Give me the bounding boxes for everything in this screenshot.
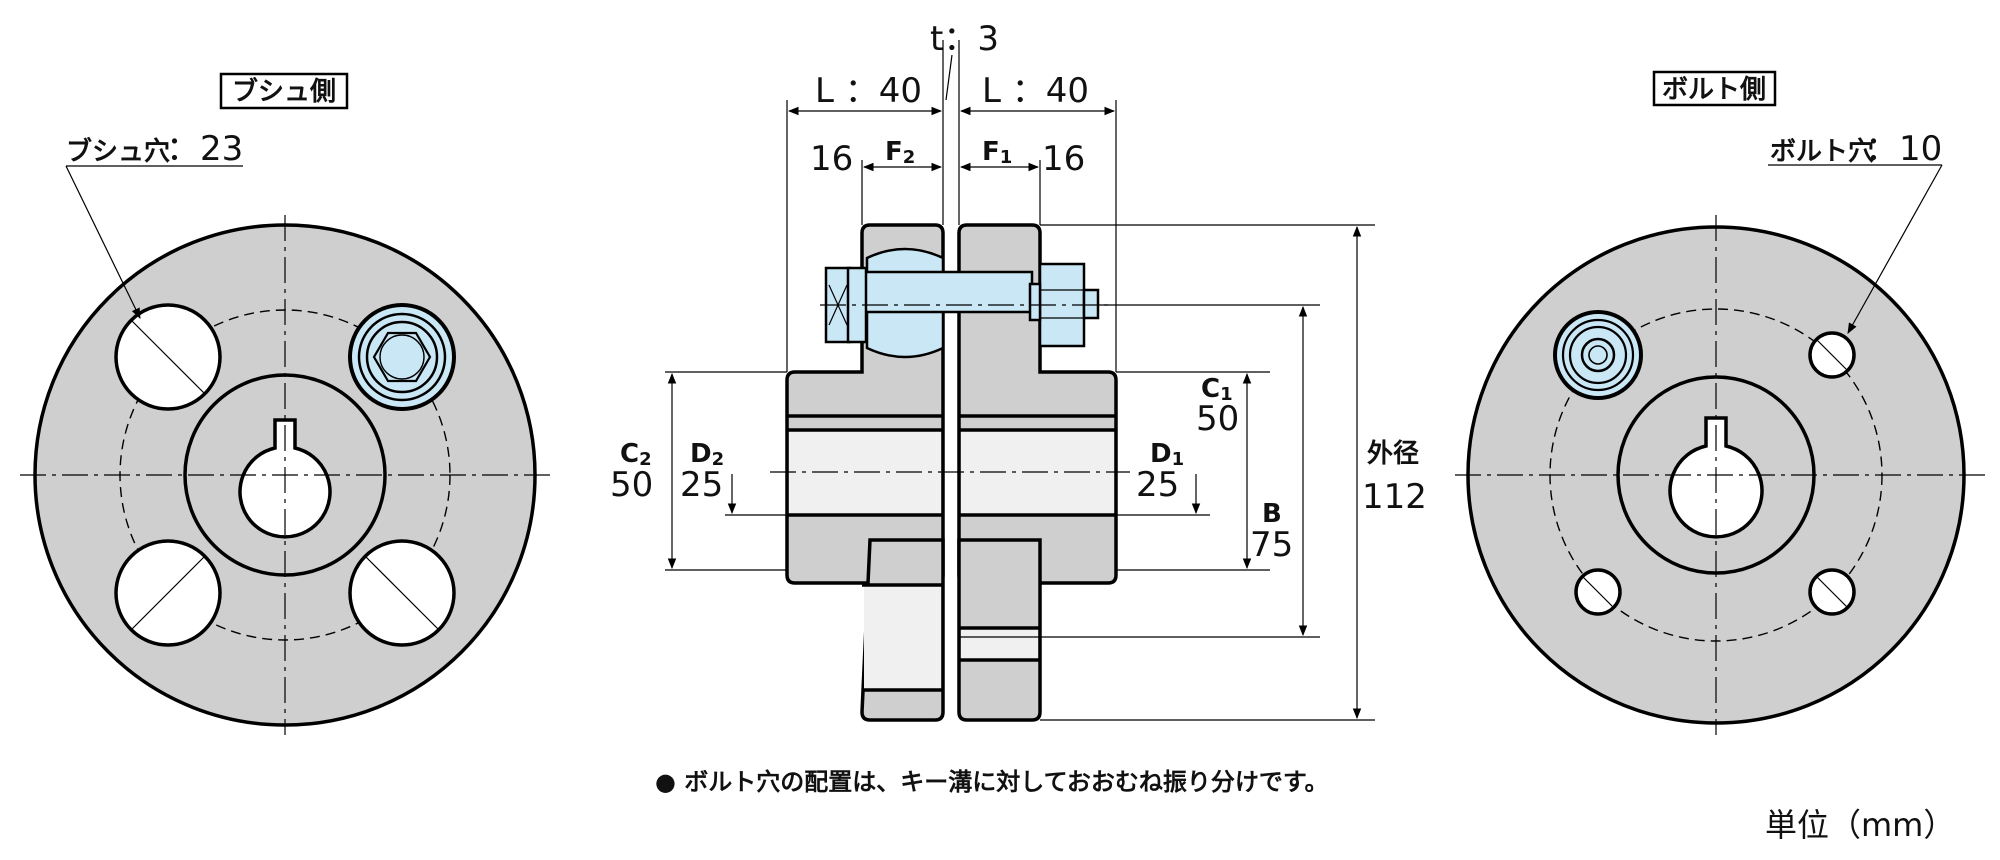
bolt-side-view: ボルト側 ボルト穴 ：10 [1455,70,1985,735]
bush-side-view: ブシュ側 ブシュ穴 ：23 [20,72,550,735]
label-t: t：3 [930,19,999,59]
bolt-hole-note: ● ボルト穴の配置は、キー溝に対しておおむね振り分けです。 [655,768,1328,796]
right-lower-band [961,628,1038,660]
bush-hole-label: ブシュ穴 [66,136,170,167]
bolt-side-title-box [1652,70,1777,107]
bolt-side-title: ボルト側 [1662,75,1766,105]
section-view: L ：40 L ：40 t：3 16 16 F2 F1 C2 50 D2 25 … [610,19,1427,722]
bush-side-title: ブシュ側 [232,76,336,107]
bush-side-title-box [219,72,349,110]
installed-bush [348,303,456,411]
value-B: 75 [1250,525,1293,565]
bolt-end [1082,288,1100,320]
left-lower-band [864,585,941,690]
label-outer-diameter: 外径 [1367,439,1419,469]
value-C2: 50 [610,465,653,505]
label-D1: D1 [1150,439,1184,470]
value-outer-diameter: 112 [1362,477,1427,517]
label-L-right: L ：40 [982,71,1089,111]
value-D1: 25 [1136,465,1179,505]
label-16-right: 16 [1042,139,1085,179]
value-D2: 25 [680,465,723,505]
bolt-hole-value: ：10 [1865,129,1942,169]
label-F1: F1 [982,137,1012,168]
unit-label: 単位（mm） [1765,806,1955,844]
label-F2: F2 [885,137,915,168]
label-D2: D2 [690,439,724,470]
bolt-hole-label: ボルト穴 [1770,137,1874,167]
installed-bolt-nut [1553,310,1643,400]
bush-hole-value: ：23 [166,129,243,169]
label-C2: C2 [620,439,652,470]
value-C1: 50 [1196,399,1239,439]
label-B: B [1262,499,1282,529]
label-C1: C1 [1201,374,1233,405]
label-16-left: 16 [810,139,853,179]
label-L-left: L ：40 [815,71,922,111]
